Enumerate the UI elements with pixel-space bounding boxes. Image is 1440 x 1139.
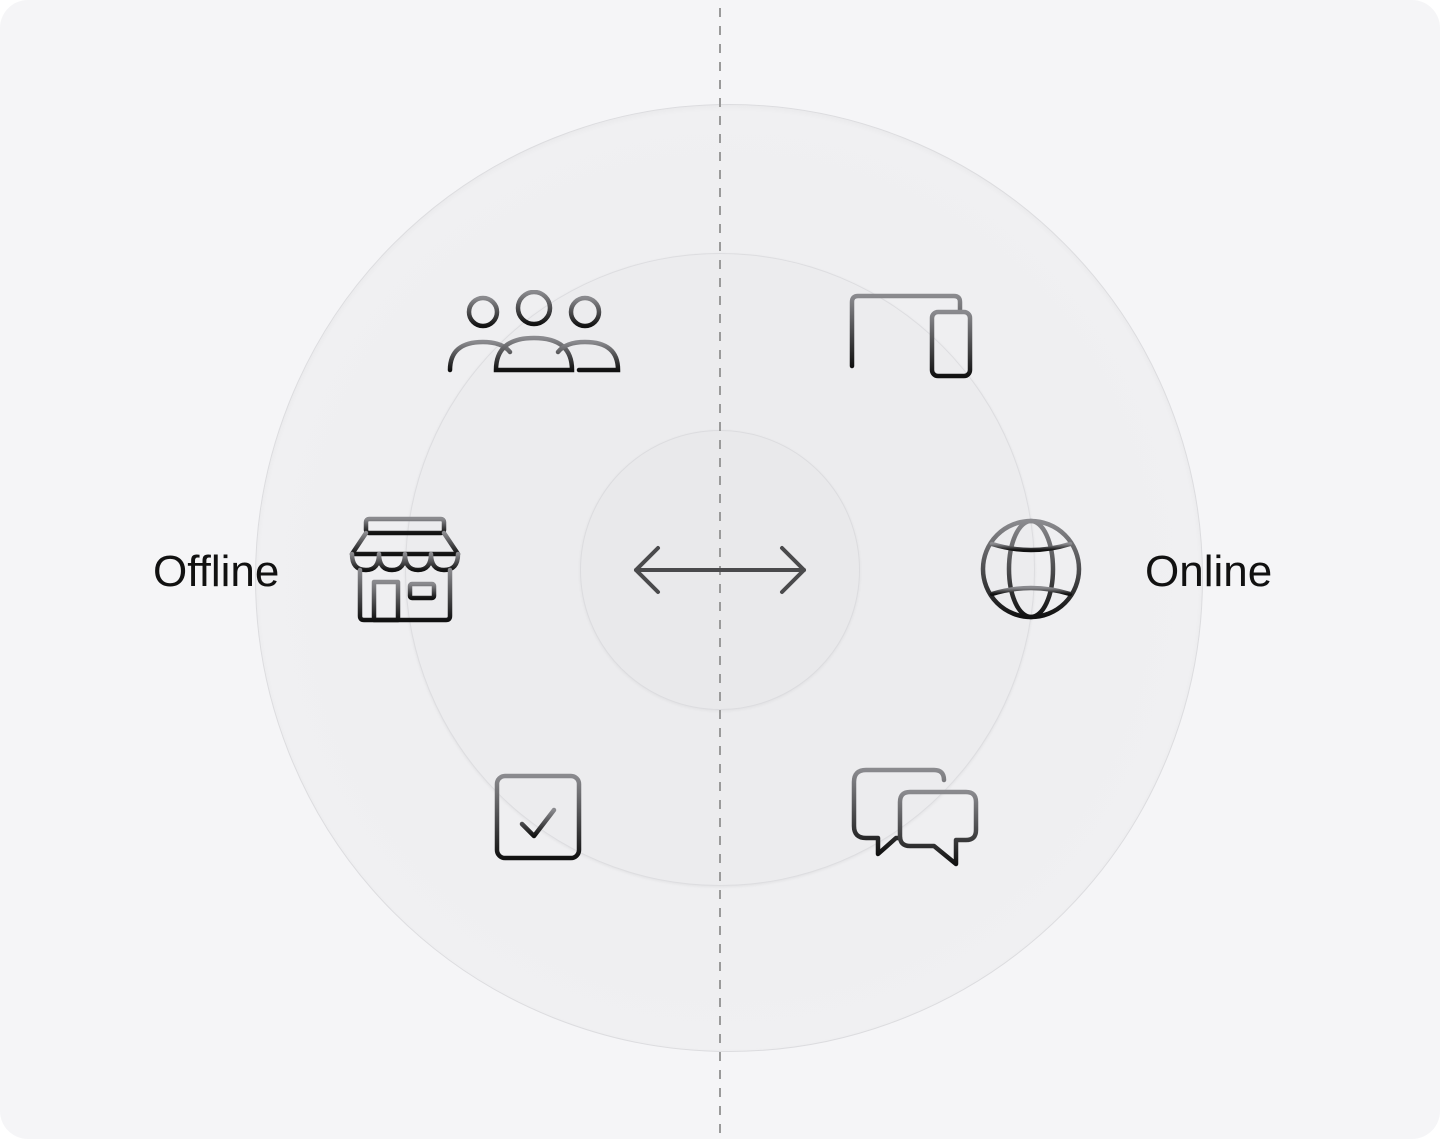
online-label: Online [1145,547,1273,596]
storefront-icon [349,516,461,623]
laptop-phone-icon [835,293,973,379]
calendar-check-icon [494,763,582,861]
people-group-icon [447,290,621,373]
double-arrow-icon [634,546,806,594]
chat-bubbles-icon [851,767,979,867]
offline-label: Offline [153,547,280,596]
globe-icon [980,518,1082,620]
